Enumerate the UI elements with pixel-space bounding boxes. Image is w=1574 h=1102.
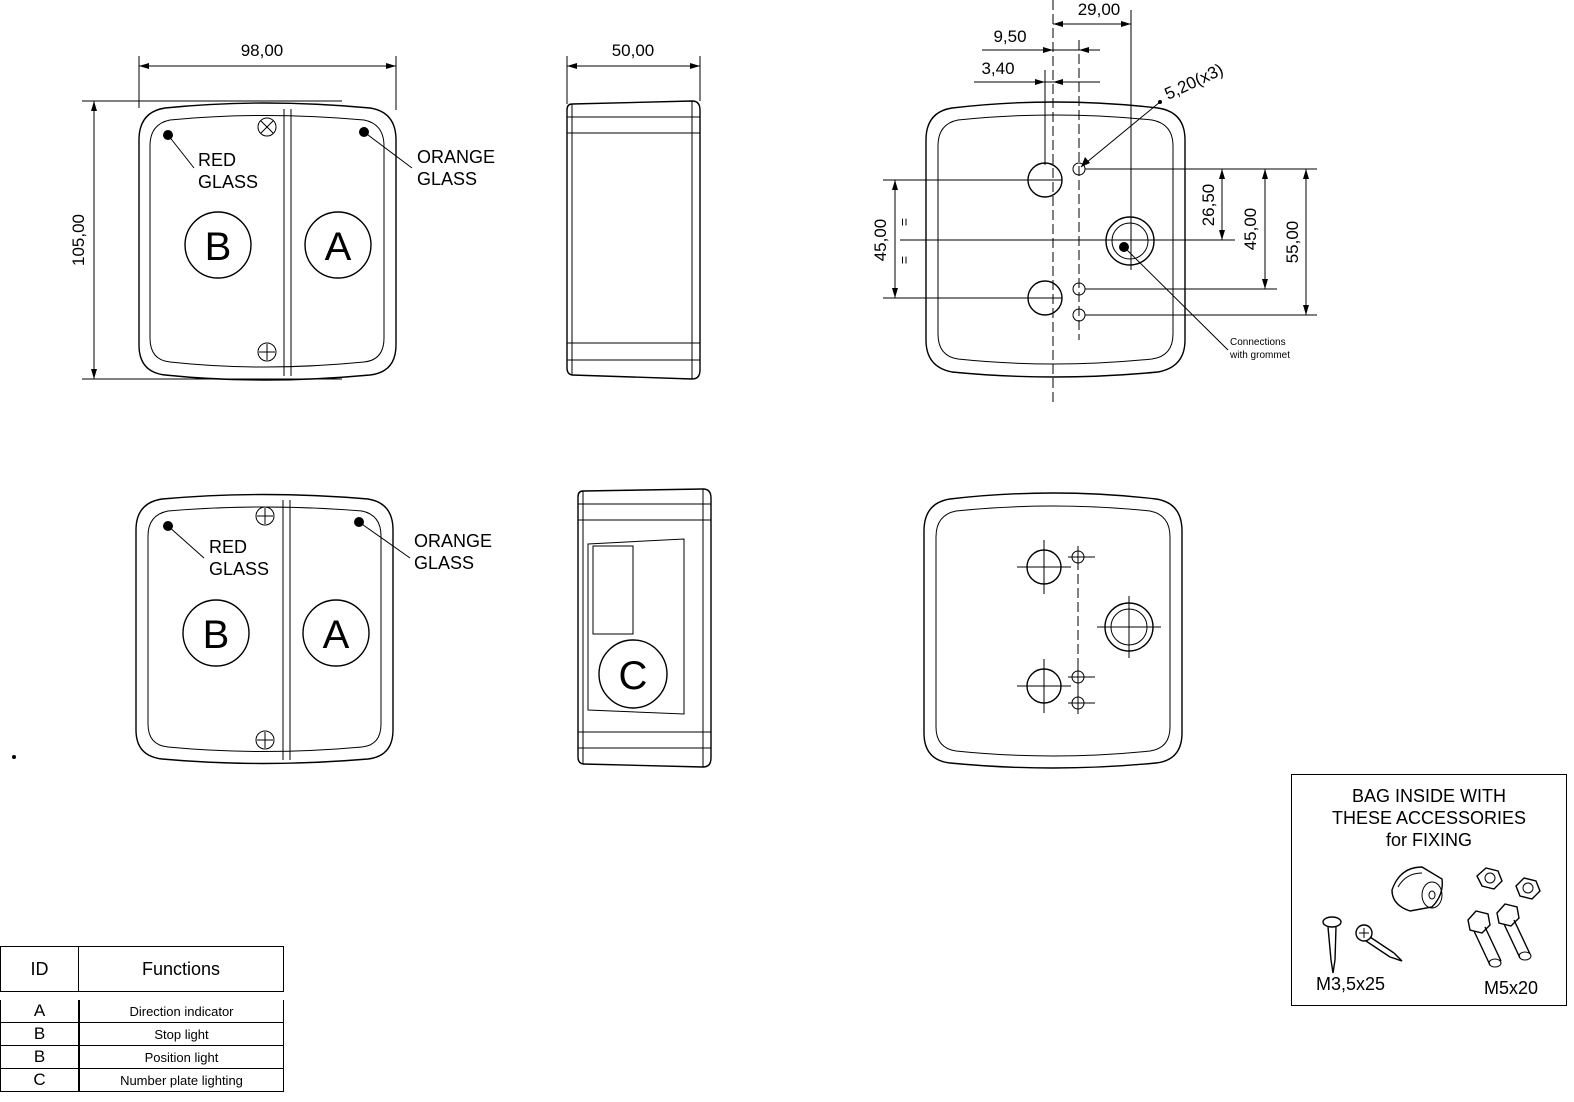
- table-row: B Stop light: [0, 1023, 284, 1046]
- equal-mark: =: [896, 256, 912, 264]
- orange-glass-label: GLASS: [414, 553, 474, 573]
- equal-mark: =: [896, 218, 912, 226]
- dimension-45-right: 45,00: [1241, 208, 1260, 251]
- rear-view-top: 29,00 9,50 3,40 5,20(x3) 45,00 = = 26,50…: [871, 0, 1317, 402]
- hole-dimension: 5,20(x3): [1162, 60, 1227, 104]
- connections-label: Connections: [1230, 337, 1286, 348]
- red-glass-label: GLASS: [198, 172, 258, 192]
- lamp-a-label: A: [325, 225, 352, 269]
- accessories-box: BAG INSIDE WITH THESE ACCESSORIES for FI…: [1291, 774, 1567, 1006]
- accessories-title: BAG INSIDE WITH THESE ACCESSORIES for FI…: [1292, 785, 1566, 851]
- dimension-29: 29,00: [1078, 0, 1121, 19]
- front-view-top: B A RED GLASS ORANGE GLASS 98,00 105,00: [69, 41, 495, 381]
- bolt-icon: [1467, 910, 1502, 968]
- orange-glass-label: ORANGE: [414, 531, 492, 551]
- screw-icon: [255, 730, 275, 750]
- depth-dimension: 50,00: [612, 41, 655, 60]
- side-view-top: 50,00: [566, 41, 701, 380]
- header-functions: Functions: [141, 958, 221, 979]
- row-id: B: [1, 1023, 79, 1045]
- table-row: A Direction indicator: [0, 1000, 284, 1023]
- red-glass-label: GLASS: [209, 559, 269, 579]
- row-function: Position light: [79, 1046, 283, 1068]
- red-glass-label: RED: [209, 537, 247, 557]
- accessories-title-line: BAG INSIDE WITH: [1351, 786, 1506, 806]
- bolt-icon: [1496, 903, 1532, 961]
- accessories-title-line: THESE ACCESSORIES: [1331, 808, 1527, 828]
- table-row: C Number plate lighting: [0, 1069, 284, 1092]
- screw-icon: [1322, 916, 1342, 974]
- side-view-bottom: C: [577, 488, 712, 768]
- table-header: ID Functions: [0, 946, 284, 992]
- screw-icon: [257, 342, 277, 362]
- row-function: Stop light: [79, 1023, 283, 1045]
- red-glass-label: RED: [198, 150, 236, 170]
- screw-icon: [1355, 924, 1403, 962]
- lamp-a-label: A: [323, 613, 350, 657]
- orange-glass-label: GLASS: [417, 169, 477, 189]
- row-id: C: [1, 1069, 79, 1091]
- screw-icon: [255, 506, 275, 526]
- screw-size-label: M3,5x25: [1316, 974, 1386, 994]
- dimension-55: 55,00: [1283, 221, 1302, 264]
- orange-glass-label: ORANGE: [417, 147, 495, 167]
- height-dimension: 105,00: [69, 214, 88, 266]
- nut-icon: [1515, 877, 1541, 900]
- lamp-b-label: B: [203, 613, 230, 657]
- nut-icon: [1476, 867, 1503, 890]
- row-function: Number plate lighting: [79, 1069, 283, 1091]
- accessories-title-line: for FIXING: [1385, 830, 1472, 850]
- functions-table: ID Functions A Direction indicator B Sto…: [0, 946, 284, 1092]
- accessories-illustration: [1322, 866, 1541, 974]
- lamp-b-label: B: [205, 225, 232, 269]
- width-dimension: 98,00: [241, 41, 284, 60]
- table-row: B Position light: [0, 1046, 284, 1069]
- row-function: Direction indicator: [79, 1000, 283, 1022]
- lamp-c-label: C: [619, 654, 648, 698]
- header-id: ID: [1, 947, 79, 991]
- dimension-3-4: 3,40: [981, 59, 1014, 78]
- dimension-45-left: 45,00: [871, 219, 890, 262]
- front-view-bottom: B A RED GLASS ORANGE GLASS: [135, 493, 492, 765]
- row-id: A: [1, 1000, 79, 1022]
- bolt-size-label: M5x20: [1484, 978, 1539, 998]
- grommet-icon: [1391, 866, 1443, 912]
- connections-label: with grommet: [1229, 350, 1290, 361]
- screw-icon: [257, 117, 277, 137]
- rear-view-bottom: [923, 492, 1183, 769]
- dimension-26-5: 26,50: [1199, 184, 1218, 227]
- row-id: B: [1, 1046, 79, 1068]
- dimension-9-5: 9,50: [993, 27, 1026, 46]
